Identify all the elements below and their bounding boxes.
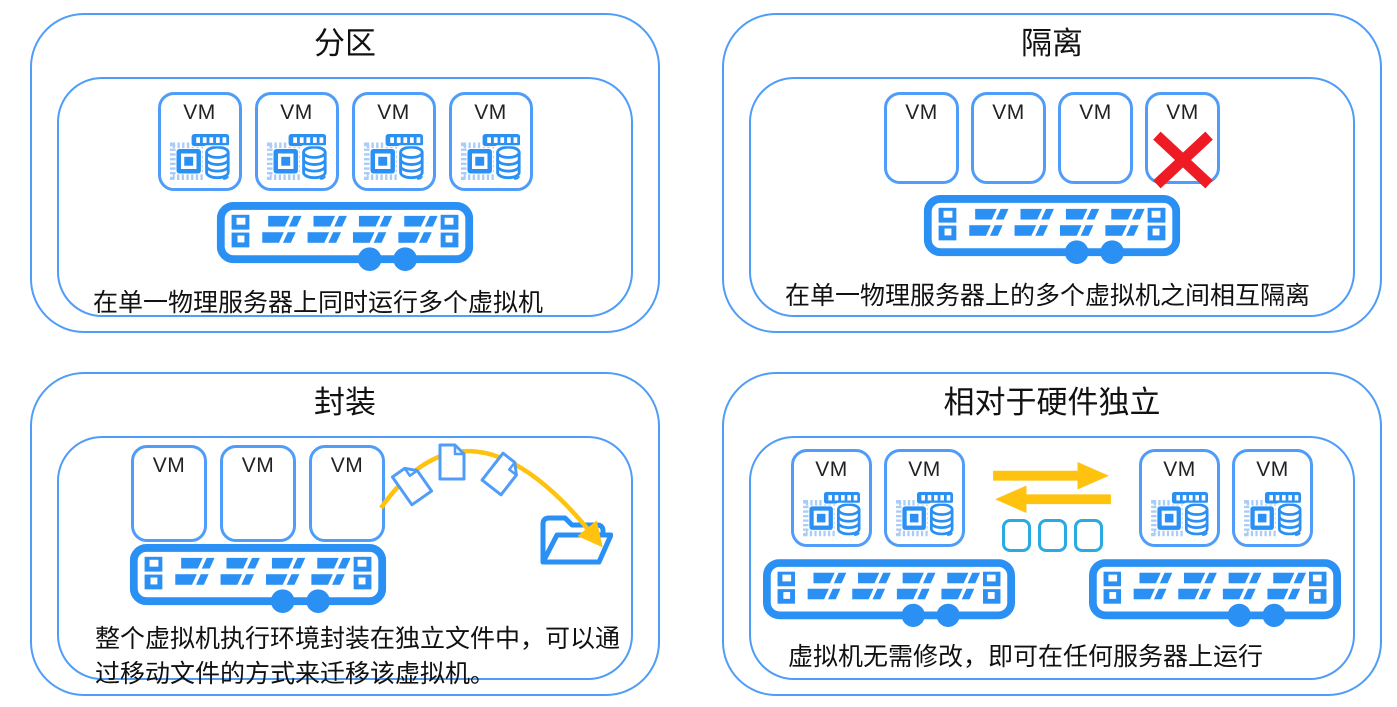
server-icon [1089,559,1341,629]
vm-hardware-icons [266,133,328,182]
vm-label: VM [1256,458,1289,481]
vm-box: VM [1232,449,1313,547]
vm-hardware-icons [460,133,522,182]
vm-hardware-icons [895,491,955,538]
vm-box: VM [309,445,385,542]
vm-box: VM [791,449,872,547]
server-icon [763,559,1015,629]
vm-box: VM [131,445,207,542]
vm-row: VM VM VM [131,445,385,542]
vm-label: VM [330,454,364,477]
vm-box: VM [157,92,242,191]
server-icon [216,202,474,273]
vm-box: VM [351,92,436,191]
vm-box: VM [254,92,339,191]
panel-title: 相对于硬件独立 [943,385,1161,420]
panel-encapsulation: 封装 VM VM VM 整个虚拟机执行环境封装在 [30,372,660,696]
vm-hardware-icons [363,133,425,182]
panel-description: 在单一物理服务器上的多个虚拟机之间相互隔离 [785,282,1311,310]
vm-row: VM VM VM VM [157,92,533,191]
vm-label: VM [1079,101,1112,124]
red-cross-icon [1151,128,1215,192]
vm-label: VM [241,454,275,477]
vm-box: VM [884,449,965,547]
vm-pair-left: VM VM [791,449,965,547]
document-icon [438,443,466,481]
slot-square [1001,519,1031,552]
server-icon [129,544,387,615]
transfer-arrows-icon [991,459,1113,514]
panel-partitioning: 分区 VM VM VM VM 在单一物理服务器上同时运行多个虚拟机 [30,13,660,333]
vm-hardware-icons [169,133,231,182]
vm-label: VM [908,458,941,481]
vm-box: VM [884,92,959,184]
vm-box: VM [971,92,1046,184]
vm-pair-right: VM VM [1139,449,1313,547]
vm-label: VM [1163,458,1196,481]
vm-box: VM [448,92,533,191]
folder-icon [543,518,611,562]
vm-label: VM [377,101,410,124]
panel-title: 分区 [314,26,376,61]
vm-box: VM [1139,449,1220,547]
panel-partitioning-body: VM VM VM VM 在单一物理服务器上同时运行多个虚拟机 [57,77,633,317]
document-icon [390,461,434,507]
migration-graphic [379,443,631,628]
panel-title: 隔离 [1021,26,1083,61]
panel-encapsulation-body: VM VM VM 整个虚拟机执行环境封装在独立文件中，可以通过移动文件的方式来迁… [57,436,633,688]
vm-hardware-icons [1243,491,1303,538]
vm-box: VM [220,445,296,542]
panel-description: 在单一物理服务器上同时运行多个虚拟机 [93,289,544,317]
vm-label: VM [183,101,216,124]
panel-description: 整个虚拟机执行环境封装在独立文件中，可以通过移动文件的方式来迁移该虚拟机。 [95,622,620,692]
description-line: 整个虚拟机执行环境封装在独立文件中，可以通 [95,625,621,653]
panel-title: 封装 [314,385,376,420]
vm-label: VM [992,101,1025,124]
slot-square [1037,519,1067,552]
slot-square [1073,519,1103,552]
panel-isolation: 隔离 VM VM VM VM 在单一物理服务器上的多个虚拟机之间相互隔离 [722,13,1382,333]
vm-box-crossed: VM [1145,92,1220,184]
panel-description: 虚拟机无需修改，即可在任何服务器上运行 [788,643,1264,671]
panel-isolation-body: VM VM VM VM 在单一物理服务器上的多个虚拟机之间相互隔离 [749,77,1355,317]
server-row [751,559,1353,629]
transfer-widget [991,449,1113,552]
vm-row: VM VM VM VM [884,92,1220,184]
panel-hardware-independence: 相对于硬件独立 VM VM [722,372,1382,696]
document-icon [480,451,524,497]
description-line: 过移动文件的方式来迁移该虚拟机。 [95,660,496,688]
vm-hardware-icons [1150,491,1210,538]
vm-label: VM [815,458,848,481]
vm-hardware-icons [802,491,862,538]
slot-row [1001,519,1103,552]
vm-transfer-row: VM VM VM [791,449,1313,552]
vm-label: VM [1166,101,1199,124]
vm-label: VM [905,101,938,124]
vm-label: VM [280,101,313,124]
vm-label: VM [474,101,507,124]
vm-label: VM [152,454,186,477]
server-icon [923,195,1181,266]
panel-hardware-independence-body: VM VM VM [749,436,1355,680]
vm-box: VM [1058,92,1133,184]
